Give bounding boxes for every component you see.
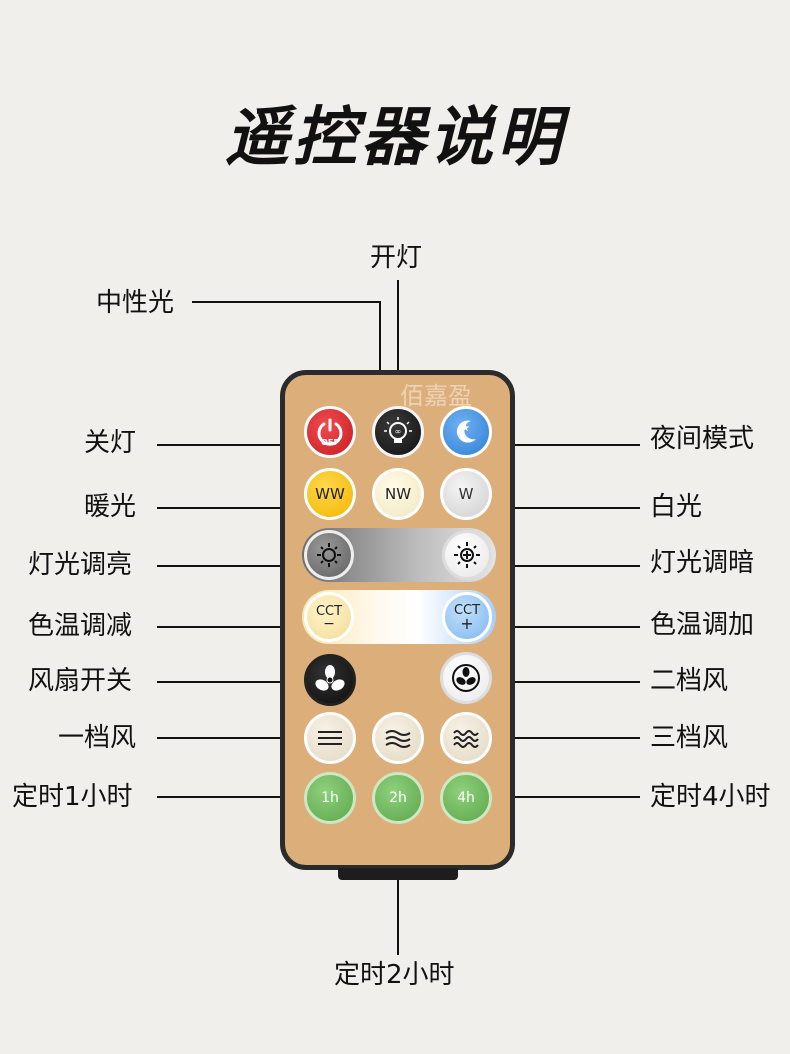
brightness-down-button[interactable] bbox=[442, 530, 492, 580]
label-timer-4h: 定时4小时 bbox=[650, 782, 771, 812]
warm-light-button[interactable]: WW bbox=[304, 468, 356, 520]
label-light-off: 关灯 bbox=[84, 428, 137, 458]
label-white-light: 白光 bbox=[650, 492, 703, 522]
night-mode-button[interactable]: ★ bbox=[440, 406, 492, 458]
power-off-button[interactable]: OFF bbox=[304, 406, 356, 458]
fan-switch-button[interactable] bbox=[304, 654, 356, 706]
cct-decrease-button[interactable]: CCT − bbox=[304, 592, 354, 642]
fan-speed-2-cycle-button[interactable] bbox=[440, 652, 492, 704]
timer-1h-button[interactable]: 1h bbox=[304, 772, 356, 824]
fan-speed-3-button[interactable] bbox=[440, 712, 492, 764]
label-night-mode: 夜间模式 bbox=[650, 424, 755, 454]
label-brightness-up: 灯光调亮 bbox=[28, 550, 133, 580]
timer-4h-button[interactable]: 4h bbox=[440, 772, 492, 824]
label-fan-switch: 风扇开关 bbox=[28, 666, 133, 696]
label-fan-speed-1: 一档风 bbox=[58, 723, 137, 753]
power-icon bbox=[317, 418, 343, 446]
label-cct-decrease: 色温调减 bbox=[28, 611, 133, 641]
fan-icon bbox=[315, 665, 345, 691]
moon-icon: ★ bbox=[456, 420, 476, 443]
fan-speed-2-button[interactable] bbox=[372, 712, 424, 764]
cct-increase-button[interactable]: CCT + bbox=[442, 592, 492, 642]
wind-2-icon bbox=[385, 730, 411, 748]
svg-text:∞: ∞ bbox=[395, 427, 402, 436]
label-light-on: 开灯 bbox=[370, 243, 423, 273]
watermark: 佰嘉盈 bbox=[400, 382, 472, 410]
neutral-light-button[interactable]: NW bbox=[372, 468, 424, 520]
svg-text:★: ★ bbox=[461, 423, 470, 434]
label-brightness-down: 灯光调暗 bbox=[650, 548, 755, 578]
label-fan-speed-2: 二档风 bbox=[650, 666, 729, 696]
dim-icon bbox=[317, 543, 341, 567]
label-timer-2h: 定时2小时 bbox=[334, 960, 455, 990]
light-on-button[interactable]: ∞ bbox=[372, 406, 424, 458]
bulb-icon: ∞ bbox=[384, 417, 412, 443]
label-cct-increase: 色温调加 bbox=[650, 610, 755, 640]
remote-bottom-edge bbox=[338, 868, 458, 880]
label-neutral-light: 中性光 bbox=[96, 288, 175, 318]
bright-icon bbox=[454, 542, 480, 568]
page-title: 遥控器说明 bbox=[225, 101, 565, 175]
white-light-button[interactable]: W bbox=[440, 468, 492, 520]
label-warm-light: 暖光 bbox=[84, 492, 137, 522]
timer-2h-button[interactable]: 2h bbox=[372, 772, 424, 824]
brightness-up-button[interactable] bbox=[304, 530, 354, 580]
wind-3-icon bbox=[453, 730, 479, 748]
fan-speed-icon bbox=[452, 664, 480, 692]
fan-speed-1-button[interactable] bbox=[304, 712, 356, 764]
label-fan-speed-3: 三档风 bbox=[650, 723, 729, 753]
label-timer-1h: 定时1小时 bbox=[12, 782, 133, 812]
wind-1-icon bbox=[318, 731, 342, 745]
